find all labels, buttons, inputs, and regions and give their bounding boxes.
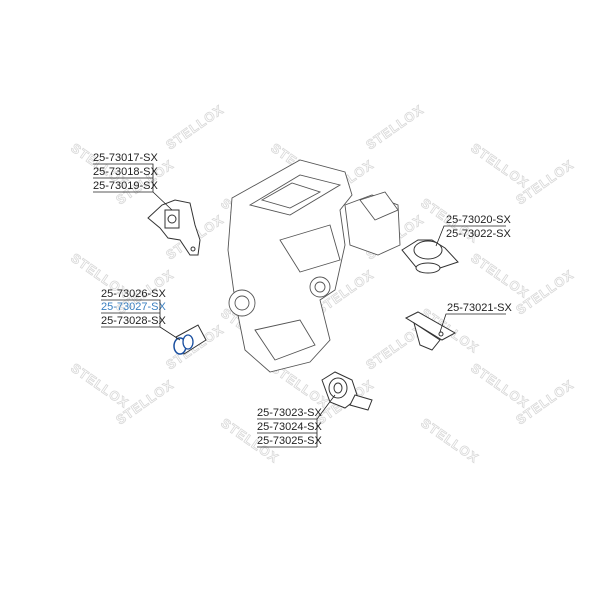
part-right-upper-mount[interactable] (401, 239, 459, 274)
part-label[interactable]: 25-73022-SX (446, 228, 511, 240)
watermark-text: STELLOX (363, 102, 426, 153)
part-label[interactable]: 25-73028-SX (101, 315, 166, 327)
watermark-text: STELLOX (68, 360, 131, 411)
watermark-text: STELLOX (418, 415, 481, 466)
part-label[interactable]: 25-73021-SX (447, 302, 512, 314)
label-group-left-bushing: 25-73026-SX 25-73027-SX 25-73028-SX (101, 288, 181, 341)
watermark-text: STELLOX (468, 140, 531, 191)
part-label[interactable]: 25-73020-SX (446, 214, 511, 226)
engine-illustration (227, 159, 401, 373)
label-group-bottom: 25-73023-SX 25-73024-SX 25-73025-SX (257, 394, 336, 448)
part-label[interactable]: 25-73017-SX (93, 152, 158, 164)
part-label[interactable]: 25-73025-SX (257, 435, 322, 447)
part-label[interactable]: 25-73026-SX (101, 288, 166, 300)
part-label[interactable]: 25-73024-SX (257, 421, 322, 433)
part-label[interactable]: 25-73018-SX (93, 166, 158, 178)
watermark-text: STELLOX (468, 250, 531, 301)
watermark-text: STELLOX (468, 360, 531, 411)
part-label[interactable]: 25-73019-SX (93, 180, 158, 192)
part-label-highlighted[interactable]: 25-73027-SX (101, 301, 166, 313)
label-group-top-left: 25-73017-SX 25-73018-SX 25-73019-SX (93, 152, 173, 211)
label-group-right-upper: 25-73020-SX 25-73022-SX (435, 214, 511, 247)
part-right-lower-mount[interactable] (404, 311, 457, 351)
part-top-left-mount[interactable] (147, 199, 201, 256)
part-left-bushing[interactable] (173, 324, 207, 355)
label-group-right-lower: 25-73021-SX (439, 302, 512, 333)
watermark-text: STELLOX (163, 102, 226, 153)
part-bottom-mount[interactable] (321, 371, 373, 411)
part-label[interactable]: 25-73023-SX (257, 407, 322, 419)
